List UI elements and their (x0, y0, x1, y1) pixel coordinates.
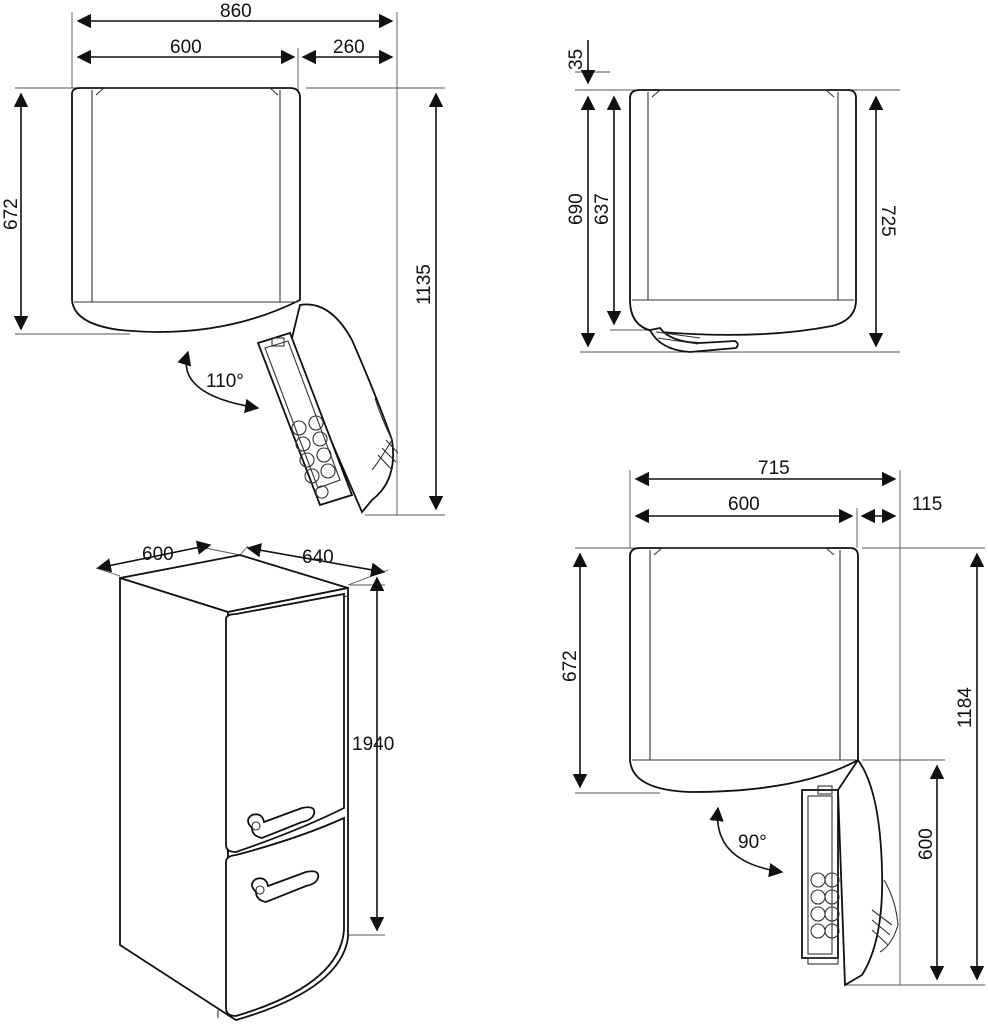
cabinet-outline-90 (629, 547, 859, 793)
isometric-view: 600 640 1940 (95, 540, 394, 1021)
iso-freezer-door (225, 816, 345, 1017)
door-angle-label-110: 110° (206, 371, 244, 392)
door-bottle-shelf-90 (810, 872, 840, 939)
dimension-label-725: 725 (877, 205, 898, 237)
cabinet-outline-closed (629, 89, 857, 336)
dimension-line-iso-640 (246, 543, 386, 577)
iso-freezer-handle (251, 870, 320, 903)
dimension-label-672: 672 (1, 198, 22, 230)
dimension-label-35: 35 (566, 49, 587, 70)
iso-fridge-door (225, 592, 345, 853)
dimension-label-1184: 1184 (955, 687, 976, 728)
dimension-label-iso-600: 600 (142, 544, 174, 565)
door-handle-top (648, 327, 739, 353)
open-door-90 (801, 758, 899, 987)
top-view-door-closed: 35 690 637 725 (566, 40, 900, 353)
dimension-label-600-b: 600 (728, 494, 760, 515)
door-bottle-shelf (291, 415, 336, 499)
dimension-label-860: 860 (220, 1, 252, 22)
dimension-label-iso-640: 640 (302, 547, 334, 568)
door-angle-label-90: 90° (738, 832, 767, 853)
dimension-label-1135: 1135 (414, 264, 435, 305)
dimension-label-600: 600 (170, 37, 202, 58)
door-angle-arc-110 (177, 350, 260, 414)
dimension-label-715: 715 (758, 458, 790, 479)
dimension-label-115: 115 (912, 494, 942, 515)
cabinet-outline (71, 87, 301, 333)
dimension-label-iso-1940: 1940 (352, 734, 394, 755)
top-view-door-open-90: 715 600 115 672 1184 600 (560, 458, 985, 987)
top-view-door-open-110: 860 600 260 672 1135 (1, 1, 445, 516)
door-angle-arc-90 (709, 806, 784, 878)
iso-fridge-handle (247, 806, 316, 839)
dimension-label-600-door: 600 (916, 828, 937, 860)
dimension-label-260: 260 (333, 37, 365, 58)
open-door-110 (256, 303, 399, 514)
dimension-line-iso-600 (96, 540, 212, 573)
dimension-label-637: 637 (592, 193, 613, 225)
iso-side-face (119, 576, 229, 1017)
dimension-label-690: 690 (566, 193, 587, 225)
dimension-label-672-b: 672 (560, 650, 581, 682)
